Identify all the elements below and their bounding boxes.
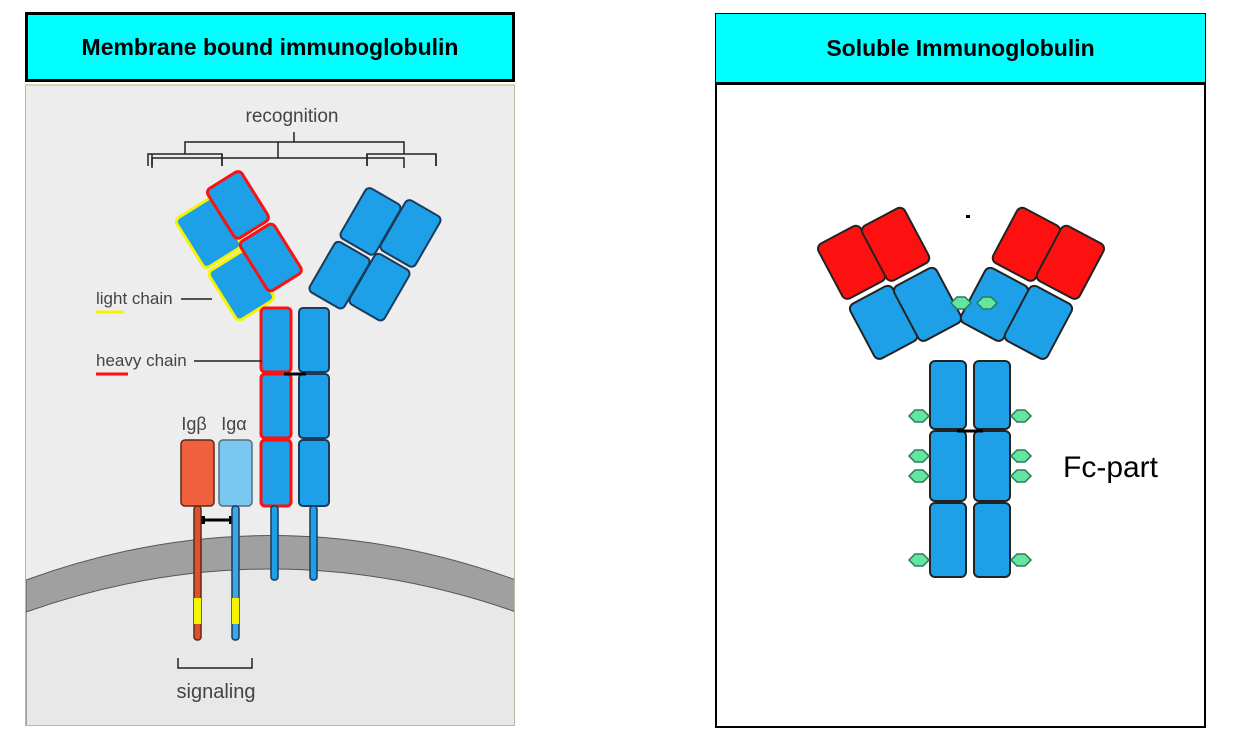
fc-stem-left — [929, 360, 967, 578]
glycan-fc-right-1 — [1009, 409, 1033, 423]
membrane-bound-title: Membrane bound immunoglobulin — [25, 12, 515, 82]
soluble-left-arm-inner — [860, 206, 963, 342]
glycan-fc-right-2 — [1009, 449, 1033, 463]
glycan-hinge-right — [975, 296, 999, 310]
ig-beta-itam — [194, 598, 201, 624]
heavy-chain-stem — [259, 306, 293, 508]
glycan-fc-left-1 — [907, 409, 931, 423]
recognition-label: recognition — [246, 106, 339, 127]
fc-stem-right — [973, 360, 1011, 578]
soluble-diagram: Fc-part — [816, 206, 1159, 578]
glycan-hinge-left — [949, 296, 973, 310]
heavy-chain-arm — [205, 170, 303, 293]
heavy-chain-tail-left — [270, 505, 279, 581]
light-chain-label: light chain — [96, 289, 173, 308]
soluble-right-arm-outer — [1003, 224, 1106, 360]
soluble-title: Soluble Immunoglobulin — [715, 13, 1206, 83]
signaling-bracket — [177, 658, 253, 669]
fc-part-label: Fc-part — [1063, 451, 1159, 484]
recognition-bracket — [151, 142, 437, 168]
heavy-chain-ch1-domain — [238, 222, 303, 293]
heavy-chain-label: heavy chain — [96, 351, 187, 370]
recognition-bracket-right — [366, 153, 437, 166]
cytoplasm — [26, 568, 514, 725]
membrane-bound-diagram-frame: recognition — [25, 84, 515, 726]
ig-alpha-domain — [218, 439, 253, 507]
right-arm-inner-chain — [308, 187, 402, 310]
membrane-bound-diagram: recognition — [26, 106, 514, 725]
recognition-bracket-top — [184, 141, 405, 154]
recognition-bracket-left — [147, 153, 223, 166]
glycan-fc-left-3 — [907, 469, 931, 483]
top-mark — [966, 215, 970, 218]
ig-beta-label: Igβ — [181, 414, 206, 434]
right-arm-outer-chain — [348, 199, 442, 322]
heavy-chain-tail-right — [309, 505, 318, 581]
heavy-chain-stem-right — [298, 307, 330, 507]
glycan-fc-left-4 — [907, 553, 931, 567]
glycan-fc-left-2 — [907, 449, 931, 463]
light-chain — [174, 197, 276, 322]
ig-alpha-itam — [232, 598, 239, 624]
ig-beta-domain — [180, 439, 215, 507]
heavy-chain-variable-domain — [205, 170, 270, 240]
ig-alpha-label: Igα — [221, 414, 246, 434]
glycan-fc-right-3 — [1009, 469, 1033, 483]
glycan-fc-right-4 — [1009, 553, 1033, 567]
signaling-label: signaling — [177, 681, 256, 703]
soluble-diagram-frame: Fc-part — [715, 83, 1206, 728]
